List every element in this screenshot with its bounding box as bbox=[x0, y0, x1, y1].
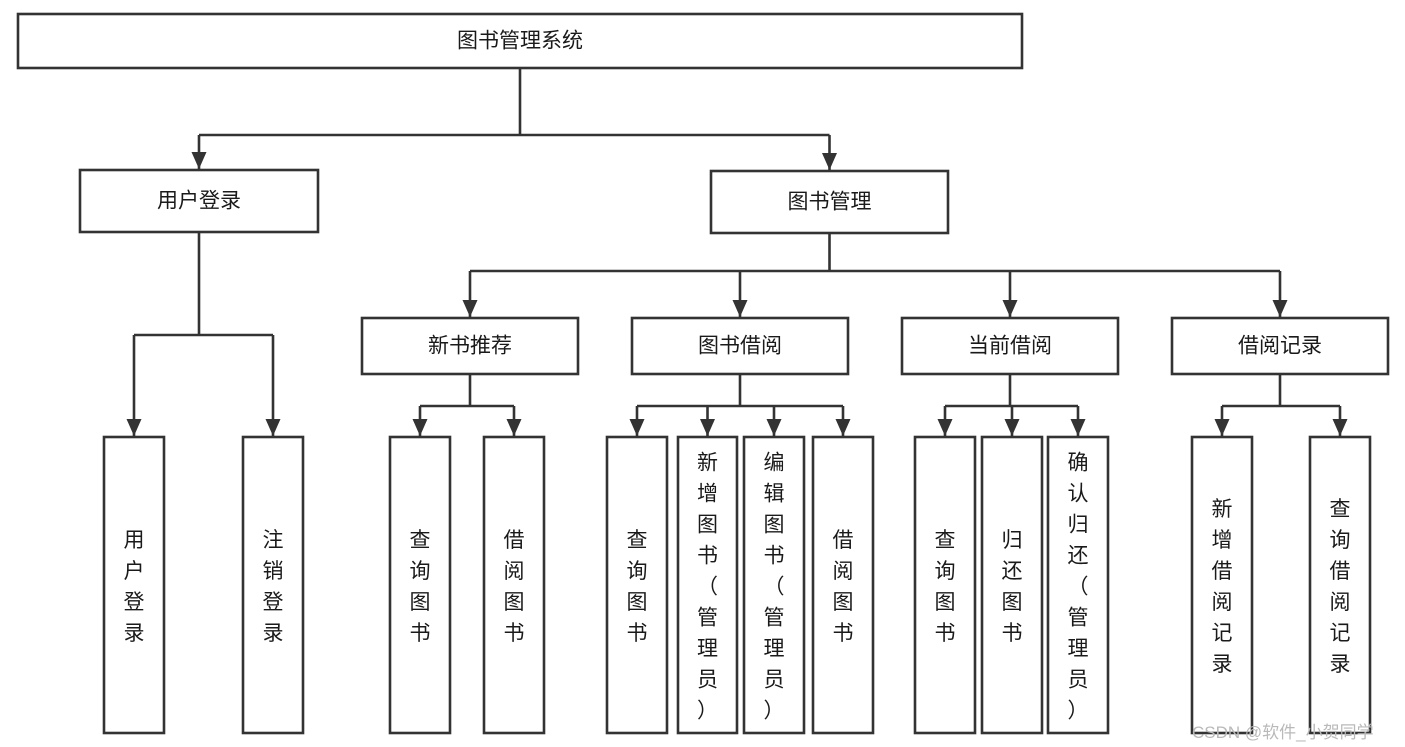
node-label: 当前借阅 bbox=[968, 335, 1052, 358]
node-book-manage[interactable]: 图书管理 bbox=[709, 169, 950, 235]
node-label: 新增借阅记录 bbox=[1212, 498, 1233, 676]
node-label: 查询图书 bbox=[935, 529, 956, 645]
node-leaf-borrow-book-1[interactable]: 借阅图书 bbox=[482, 435, 546, 735]
node-label: 新书推荐 bbox=[428, 335, 512, 358]
node-leaf-query-record[interactable]: 查询借阅记录 bbox=[1308, 435, 1372, 735]
node-leaf-return-book[interactable]: 归还图书 bbox=[980, 435, 1044, 735]
node-leaf-query-book-1[interactable]: 查询图书 bbox=[388, 435, 452, 735]
node-label: 借阅图书 bbox=[504, 529, 525, 645]
node-leaf-logout[interactable]: 注销登录 bbox=[241, 435, 305, 735]
node-label: 归还图书 bbox=[1002, 529, 1023, 645]
node-user-login[interactable]: 用户登录 bbox=[78, 168, 320, 234]
node-label: 注销登录 bbox=[263, 529, 284, 645]
node-current-borrow[interactable]: 当前借阅 bbox=[900, 316, 1120, 376]
node-leaf-user-login[interactable]: 用户登录 bbox=[102, 435, 166, 735]
node-leaf-add-record[interactable]: 新增借阅记录 bbox=[1190, 435, 1254, 735]
node-label: 查询图书 bbox=[410, 529, 431, 645]
node-label: 用户登录 bbox=[157, 190, 241, 213]
node-label: 编辑图书（管理员） bbox=[764, 452, 785, 723]
node-label: 借阅图书 bbox=[833, 529, 854, 645]
node-root-title[interactable]: 图书管理系统 bbox=[16, 12, 1024, 70]
node-label: 借阅记录 bbox=[1238, 335, 1322, 358]
connector-layer bbox=[126, 68, 1348, 436]
node-borrow-record[interactable]: 借阅记录 bbox=[1170, 316, 1390, 376]
node-leaf-add-book[interactable]: 新增图书（管理员） bbox=[676, 435, 739, 735]
node-label: 用户登录 bbox=[124, 529, 145, 645]
node-book-borrow[interactable]: 图书借阅 bbox=[630, 316, 850, 376]
node-label: 查询图书 bbox=[627, 529, 648, 645]
node-leaf-confirm-return[interactable]: 确认归还（管理员） bbox=[1046, 435, 1110, 735]
node-leaf-query-book-3[interactable]: 查询图书 bbox=[913, 435, 977, 735]
node-leaf-query-book-2[interactable]: 查询图书 bbox=[605, 435, 669, 735]
node-label: 图书管理 bbox=[788, 191, 872, 214]
node-leaf-edit-book[interactable]: 编辑图书（管理员） bbox=[742, 435, 806, 735]
node-label: 新增图书（管理员） bbox=[697, 452, 718, 723]
node-leaf-borrow-book-2[interactable]: 借阅图书 bbox=[811, 435, 875, 735]
node-new-book-rec[interactable]: 新书推荐 bbox=[360, 316, 580, 376]
node-layer: 图书管理系统用户登录图书管理新书推荐图书借阅当前借阅借阅记录用户登录注销登录查询… bbox=[16, 12, 1390, 735]
node-label: 图书管理系统 bbox=[457, 30, 583, 53]
node-label: 确认归还（管理员） bbox=[1068, 452, 1089, 723]
node-label: 图书借阅 bbox=[698, 335, 782, 358]
node-label: 查询借阅记录 bbox=[1330, 498, 1351, 676]
